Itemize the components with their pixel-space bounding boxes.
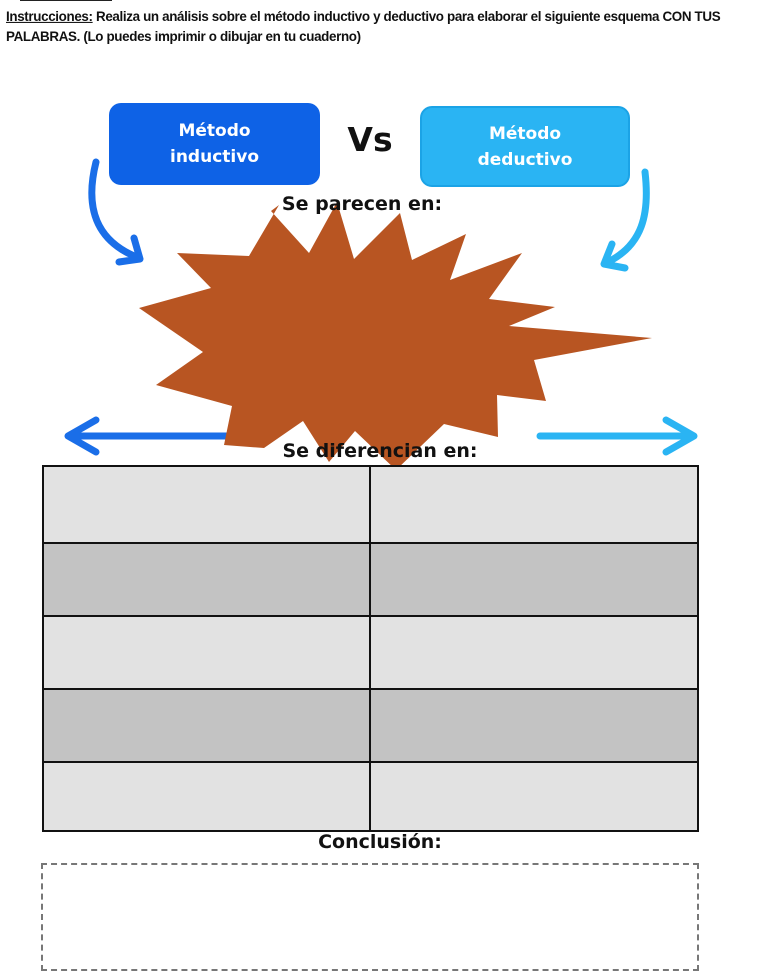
instructions-text: Instrucciones: Realiza un análisis sobre… <box>6 6 758 46</box>
deductive-line2: deductivo <box>477 149 573 170</box>
differences-heading: Se diferencian en: <box>282 440 478 462</box>
table-cell-inductive[interactable] <box>44 467 371 542</box>
deductive-line1: Método <box>488 123 562 144</box>
versus-label: Vs <box>347 120 393 159</box>
table-cell-inductive[interactable] <box>44 763 371 830</box>
curved-arrow-right-icon <box>600 168 650 272</box>
starburst-icon <box>139 202 652 470</box>
table-cell-deductive[interactable] <box>371 763 698 830</box>
table-row <box>44 761 697 830</box>
table-cell-deductive[interactable] <box>371 544 698 615</box>
inductive-method-box: Método inductivo <box>109 103 320 185</box>
conclusion-box[interactable] <box>41 863 699 971</box>
deductive-method-box: Método deductivo <box>420 106 630 187</box>
instructions-body: Realiza un análisis sobre el método indu… <box>6 8 721 45</box>
table-cell-deductive[interactable] <box>371 467 698 542</box>
table-cell-deductive[interactable] <box>371 617 698 688</box>
instructions-label: Instrucciones: <box>6 8 93 25</box>
table-row <box>44 467 697 542</box>
double-arrow-left-icon <box>64 416 234 456</box>
table-row <box>44 688 697 761</box>
similarities-heading: Se parecen en: <box>281 193 443 215</box>
conclusion-heading: Conclusión: <box>318 831 442 853</box>
differences-table <box>42 465 699 832</box>
inductive-line2: inductivo <box>170 147 259 167</box>
table-row <box>44 542 697 615</box>
table-cell-inductive[interactable] <box>44 617 371 688</box>
curved-arrow-left-icon <box>88 158 144 266</box>
inductive-line1: Método <box>178 121 251 141</box>
table-cell-inductive[interactable] <box>44 690 371 761</box>
table-cell-inductive[interactable] <box>44 544 371 615</box>
table-row <box>44 615 697 688</box>
table-cell-deductive[interactable] <box>371 690 698 761</box>
double-arrow-right-icon <box>536 416 698 456</box>
name-blank-line <box>20 0 112 1</box>
